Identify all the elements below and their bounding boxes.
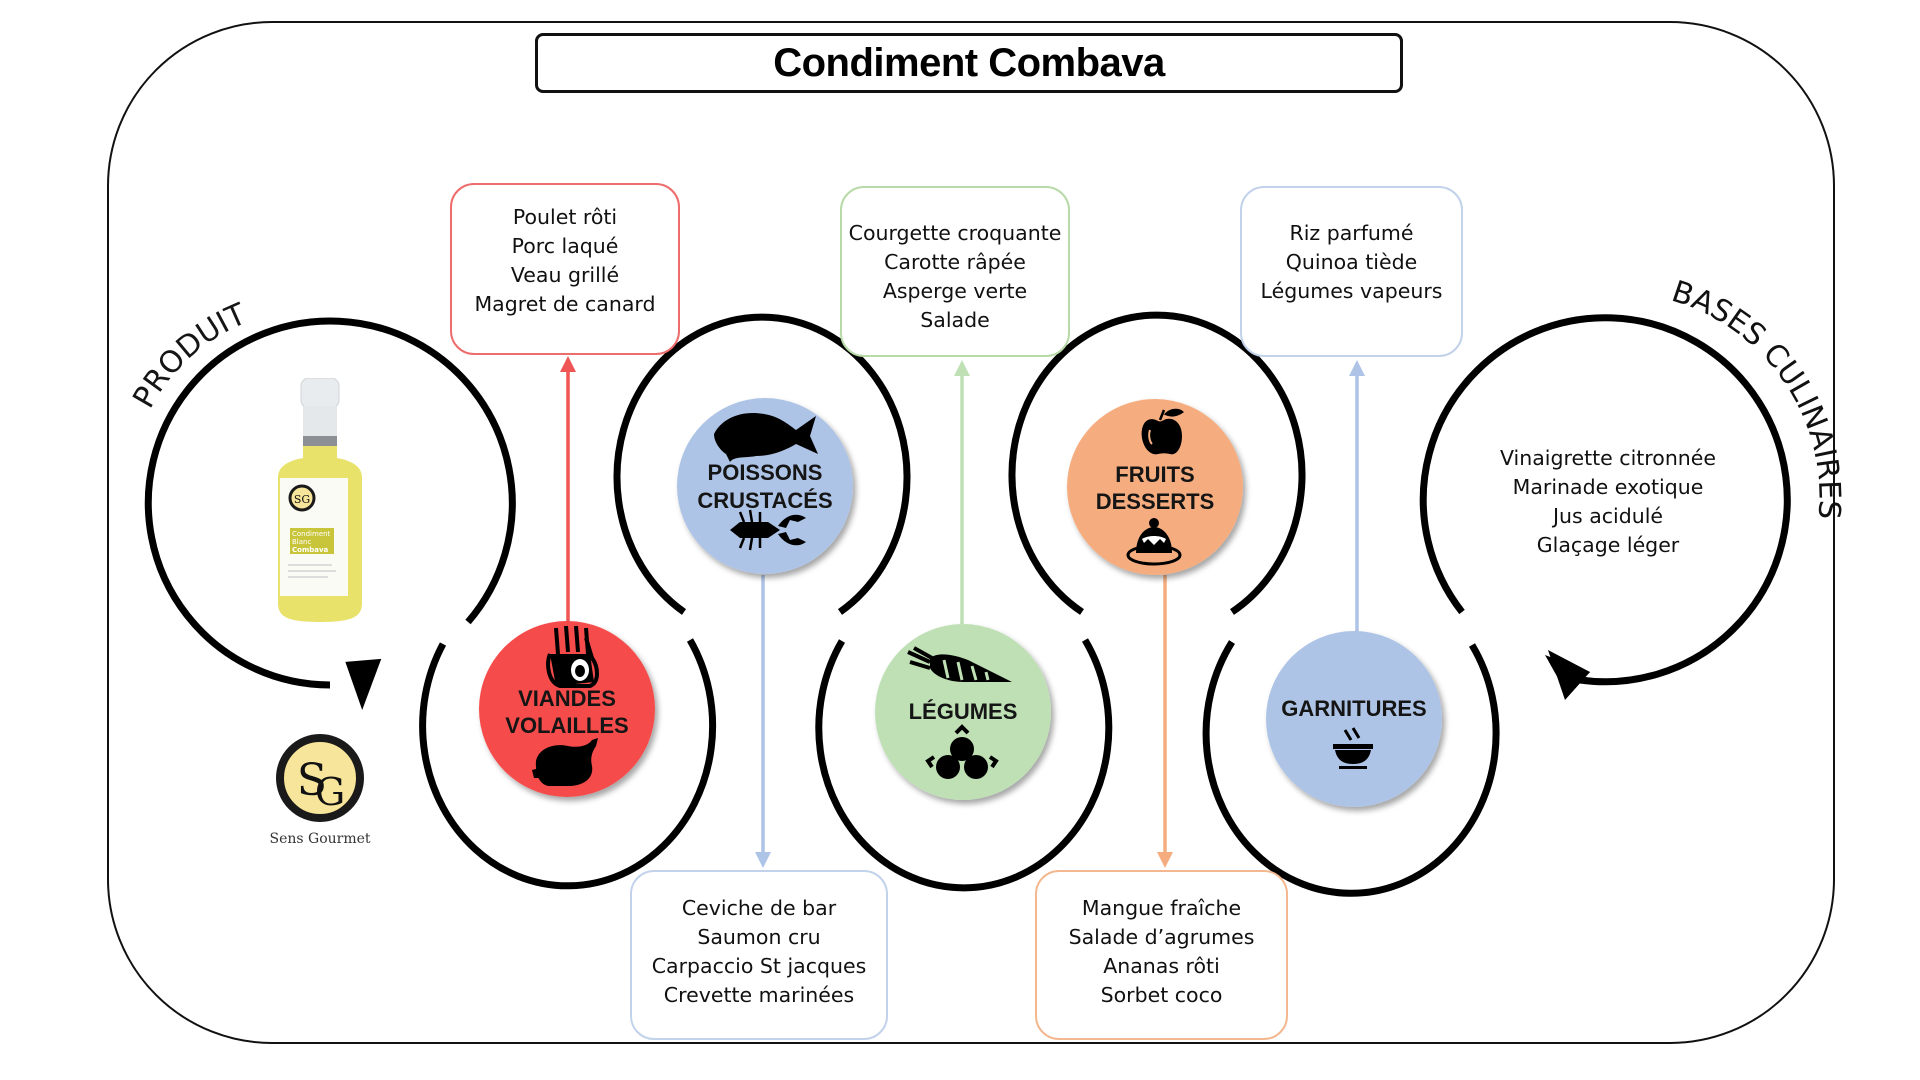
category-circle-garnitures[interactable] <box>1266 631 1442 807</box>
outer-frame <box>107 21 1835 1044</box>
arrowhead-poissons <box>755 852 771 868</box>
category-label-poissons-2: CRUSTACÉS <box>697 488 832 513</box>
produit-label: PRODUIT <box>126 297 252 414</box>
lobster-icon <box>730 509 806 551</box>
arrowhead-garnitures <box>1349 360 1365 376</box>
list-item: Glaçage léger <box>1536 533 1680 557</box>
product-bottle-image: SG Condiment Blanc Combava <box>278 378 362 622</box>
radishes-icon <box>925 724 999 779</box>
roast-chicken-icon <box>532 738 598 786</box>
category-label-poissons-1: POISSONS <box>708 460 823 485</box>
steaming-bowl-icon <box>1333 727 1373 769</box>
produit-loop <box>144 317 516 689</box>
list-item: Légumes vapeurs <box>1260 279 1443 303</box>
bottle-label-line-1: Condiment <box>292 530 331 538</box>
category-circle-fruits[interactable] <box>1067 399 1243 575</box>
category-fruits[interactable]: FRUITS DESSERTS <box>1067 399 1243 575</box>
produit-arc-label: PRODUIT <box>126 297 252 414</box>
bases-arrow-tip <box>1548 650 1590 700</box>
lobe-legumes <box>815 638 1113 892</box>
produit-loop-arc <box>144 317 516 689</box>
category-label-fruits-1: FRUITS <box>1115 462 1194 487</box>
arrowhead-viandes <box>560 356 576 372</box>
list-item: Salade d’agrumes <box>1068 925 1255 949</box>
list-item: Poulet rôti <box>512 205 618 229</box>
rack-of-lamb-icon <box>546 625 599 688</box>
lobe-viandes <box>419 638 717 890</box>
list-item: Crevette marinées <box>663 983 855 1007</box>
list-item: Quinoa tiède <box>1285 250 1418 274</box>
category-legumes[interactable]: LÉGUMES <box>875 624 1051 800</box>
list-item: Salade <box>920 308 990 332</box>
list-item: Carotte râpée <box>884 250 1026 274</box>
list-item: Riz parfumé <box>1289 221 1414 245</box>
category-garnitures[interactable]: GARNITURES <box>1266 631 1442 807</box>
lobe-poissons <box>613 313 911 615</box>
list-item: Asperge verte <box>882 279 1028 303</box>
logo-brand-name: Sens Gourmet <box>270 831 371 847</box>
list-item: Ceviche de bar <box>681 896 837 920</box>
bottle-label-line-3: Combava <box>292 546 329 554</box>
arrowhead-legumes <box>954 360 970 376</box>
diagram-title: Condiment Combava <box>773 40 1165 85</box>
arrowhead-fruits <box>1157 852 1173 868</box>
list-item: Ananas rôti <box>1103 954 1220 978</box>
list-item: Vinaigrette citronnée <box>1499 446 1717 470</box>
logo-monogram-g: G <box>315 770 345 814</box>
bases-loop <box>1419 314 1791 686</box>
list-item: Porc laqué <box>511 234 619 258</box>
category-label-fruits-2: DESSERTS <box>1096 489 1215 514</box>
list-item: Magret de canard <box>474 292 656 316</box>
category-poissons[interactable]: POISSONS CRUSTACÉS <box>677 398 853 574</box>
category-circle-legumes[interactable] <box>875 624 1051 800</box>
category-label-garnitures-1: GARNITURES <box>1281 696 1426 721</box>
category-circle-viandes[interactable] <box>479 621 655 797</box>
list-item: Veau grillé <box>510 263 620 287</box>
list-item: Saumon cru <box>697 925 821 949</box>
produit-loop-arrowhead <box>345 658 382 710</box>
fish-icon <box>714 412 818 462</box>
title-box: Condiment Combava <box>535 33 1403 93</box>
category-circles: VIANDES VOLAILLES POISSONS CRUSTACÉS <box>479 398 1442 807</box>
snake-path <box>419 311 1500 897</box>
apple-icon <box>1141 408 1184 455</box>
carrot-icon <box>907 646 1012 682</box>
bases-loop-arc <box>1419 314 1791 686</box>
bottle-label-line-2: Blanc <box>292 538 311 546</box>
sens-gourmet-logo: S G Sens Gourmet <box>270 734 371 847</box>
category-viandes[interactable]: VIANDES VOLAILLES <box>479 621 655 797</box>
bottle-monogram: SG <box>294 493 310 506</box>
list-item: Jus acidulé <box>1552 504 1664 528</box>
category-label-legumes-1: LÉGUMES <box>909 699 1018 724</box>
list-item: Carpaccio St jacques <box>651 954 867 978</box>
list-item: Sorbet coco <box>1100 983 1223 1007</box>
pudding-dessert-icon <box>1126 518 1182 566</box>
list-item: Marinade exotique <box>1512 475 1704 499</box>
connectors <box>560 356 1365 868</box>
list-item: Mangue fraîche <box>1081 896 1242 920</box>
logo-monogram-s: S <box>297 755 327 806</box>
category-label-viandes-1: VIANDES <box>518 686 616 711</box>
lobe-fruits <box>1008 311 1306 615</box>
category-label-viandes-2: VOLAILLES <box>505 713 628 738</box>
lobe-garnitures <box>1202 640 1500 897</box>
list-item: Courgette croquante <box>848 221 1062 245</box>
